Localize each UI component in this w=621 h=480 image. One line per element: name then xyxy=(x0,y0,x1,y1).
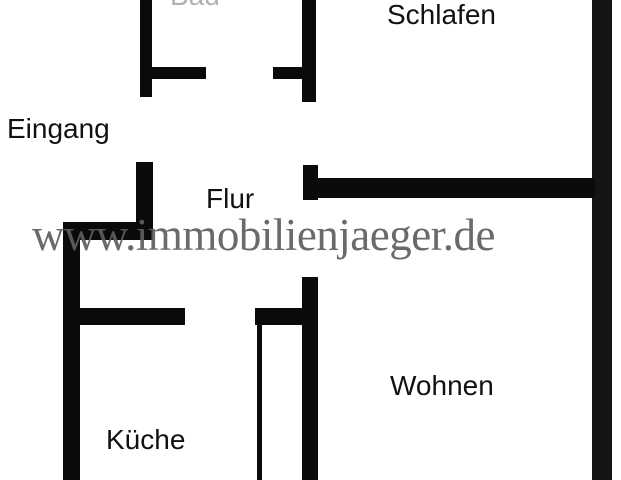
wall-exterior-right xyxy=(592,0,612,480)
wall-bad-right xyxy=(302,0,316,102)
wall-kueche-left xyxy=(63,222,80,480)
room-label-bad: Bad xyxy=(170,0,220,10)
wall-bad-left xyxy=(140,0,152,97)
wall-schlafen-bottom xyxy=(310,178,595,198)
wall-bad-bottom-right-stub xyxy=(273,67,303,79)
room-label-eingang: Eingang xyxy=(7,113,110,144)
room-label-wohnen: Wohnen xyxy=(390,370,494,401)
wall-kueche-inner-top xyxy=(80,308,185,325)
wall-kueche-thin-line xyxy=(257,325,262,480)
wall-kueche-right-top xyxy=(255,308,303,325)
room-label-kueche: Küche xyxy=(106,424,186,455)
wall-kueche-top xyxy=(63,222,153,240)
wall-wohnen-left xyxy=(302,277,318,480)
wall-bad-bottom-left-stub xyxy=(152,67,206,79)
room-label-schlafen: Schlafen xyxy=(387,0,496,30)
watermark-text: www.immobilienjaeger.de xyxy=(32,210,495,260)
wall-eingang-stub xyxy=(136,162,153,240)
room-label-flur: Flur xyxy=(206,183,255,214)
